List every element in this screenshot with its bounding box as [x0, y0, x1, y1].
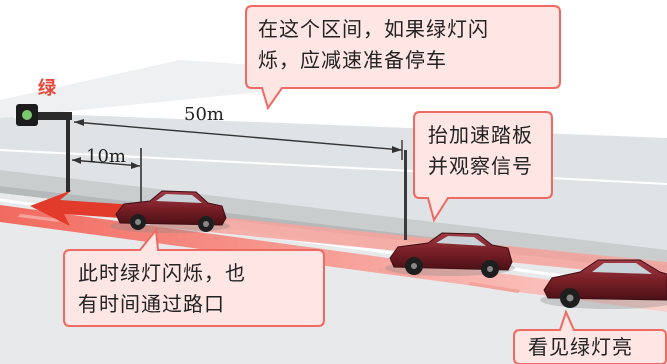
distance-10m-label: 10m	[86, 146, 126, 167]
signal-pole	[66, 120, 70, 192]
car-middle	[385, 232, 515, 278]
callout-flashing: 此时绿灯闪烁，也 有时间通过路口	[78, 258, 246, 320]
callout-see-green: 看见绿灯亮	[528, 332, 633, 363]
callout-see-green-text: 看见绿灯亮	[528, 335, 633, 359]
callout-flashing-line2: 有时间通过路口	[78, 292, 225, 316]
traffic-light	[16, 104, 72, 192]
stop-line	[0, 149, 667, 185]
lane-band-upper	[150, 210, 667, 278]
callout-flashing-line1: 此时绿灯闪烁，也	[78, 261, 246, 285]
dimension-50m	[73, 119, 403, 160]
callout-accelerate: 抬加速踏板 并观察信号	[428, 120, 533, 182]
callout-accelerate-bubble	[413, 111, 553, 223]
distance-50m-label: 50m	[184, 104, 224, 125]
callout-flashing-bubble	[63, 227, 325, 327]
sign-pole	[404, 150, 407, 240]
dimension-10m	[71, 157, 141, 169]
car-left	[110, 190, 230, 233]
lane-dashes	[18, 214, 520, 293]
marker-pole	[140, 148, 142, 204]
callout-interval-line2: 烁，应减速准备停车	[258, 48, 447, 72]
car-right	[540, 259, 667, 309]
lane-band	[0, 205, 667, 312]
callout-accelerate-line2: 并观察信号	[428, 154, 533, 178]
callout-interval: 在这个区间，如果绿灯闪 烁，应减速准备停车	[258, 14, 489, 76]
signal-label: 绿	[38, 77, 57, 99]
callout-interval-bubble	[245, 5, 561, 111]
signal-arm	[30, 112, 72, 120]
signal-lamp	[22, 110, 32, 120]
callout-interval-line1: 在这个区间，如果绿灯闪	[258, 17, 489, 41]
callout-accelerate-line1: 抬加速踏板	[428, 123, 533, 147]
